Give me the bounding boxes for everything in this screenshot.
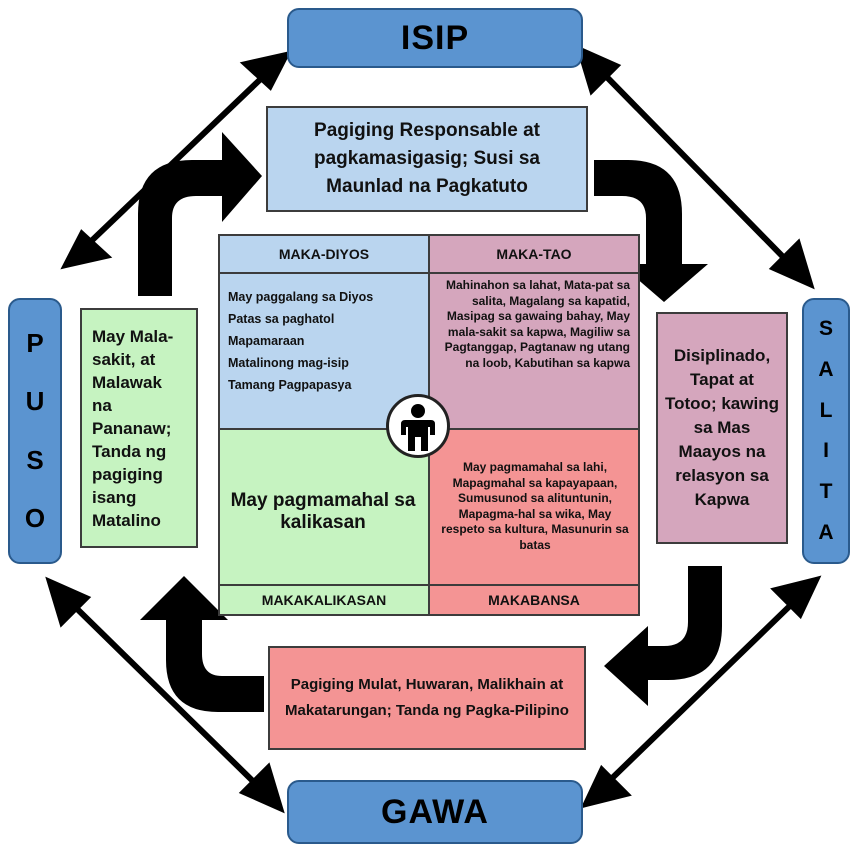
list-item: Matalinong mag-isip: [228, 356, 349, 370]
maka-tao-cell: [428, 272, 640, 430]
isip-label: ISIP: [287, 8, 583, 68]
maka-diyos-header-text: MAKA-DIYOS: [278, 246, 370, 262]
right-value-box: Disiplinado, Tapat at Totoo; kawing sa M…: [656, 312, 788, 544]
puso-letter: P: [26, 327, 44, 358]
bottom-value-text: Pagiging Mulat, Huwaran, Malikhain at Ma…: [285, 676, 569, 719]
curved-arrow-top-right-down: [594, 160, 708, 302]
makakalikasan-cell: [218, 428, 430, 586]
makabansa-header: MAKABANSA: [428, 584, 640, 616]
top-value-box: Pagiging Responsable at pagkamasigasig; …: [266, 106, 588, 212]
double-arrow-top-left: [60, 50, 292, 270]
salita-letter: A: [818, 357, 834, 381]
makakalikasan-header-text: MAKAKALIKASAN: [261, 592, 387, 608]
puso-letter: O: [24, 503, 46, 534]
left-value-box: May Mala-sakit, at Malawak na Pananaw; T…: [80, 308, 198, 548]
maka-tao-header-text: MAKA-TAO: [496, 246, 572, 262]
salita-letter: L: [819, 398, 833, 422]
gawa-text: GAWA: [381, 792, 489, 831]
puso-label: P U S O: [8, 298, 62, 564]
double-arrow-top-right: [575, 44, 815, 290]
double-arrow-bottom-left: [45, 576, 285, 814]
right-value-text: Disiplinado, Tapat at Totoo; kawing sa M…: [665, 346, 779, 509]
bottom-value-box: Pagiging Mulat, Huwaran, Malikhain at Ma…: [268, 646, 586, 750]
makakalikasan-header: MAKAKALIKASAN: [218, 584, 430, 616]
salita-letter: S: [818, 316, 833, 340]
makabansa-cell: [428, 428, 640, 586]
puso-letter: U: [25, 386, 45, 417]
list-item: Mapamaraan: [228, 334, 305, 348]
maka-tao-header: MAKA-TAO: [428, 234, 640, 274]
makabansa-header-text: MAKABANSA: [488, 592, 580, 608]
curved-arrow-bottom-left-up: [140, 576, 264, 712]
person-icon: [386, 394, 450, 458]
salita-letter: T: [819, 480, 833, 504]
salita-letter: A: [818, 521, 834, 545]
double-arrow-bottom-right: [580, 575, 822, 809]
top-value-text: Pagiging Responsable at pagkamasigasig; …: [314, 120, 540, 197]
list-item: May paggalang sa Diyos: [228, 290, 374, 304]
list-item: Patas sa paghatol: [228, 312, 335, 326]
gawa-label: GAWA: [287, 780, 583, 844]
left-value-text: May Mala-sakit, at Malawak na Pananaw; T…: [92, 326, 174, 530]
makabansa-text: May pagmamahal sa lahi, Mapagmahal sa ka…: [441, 460, 629, 552]
maka-diyos-list: May paggalang sa Diyos Patas sa paghatol…: [228, 286, 424, 396]
list-item: Tamang Pagpapasya: [228, 378, 352, 392]
salita-label: S A L I T A: [802, 298, 850, 564]
maka-diyos-header: MAKA-DIYOS: [218, 234, 430, 274]
maka-tao-text: Mahinahon sa lahat, Mata-pat sa salita, …: [444, 278, 630, 370]
isip-text: ISIP: [400, 18, 470, 57]
salita-letter: I: [823, 439, 829, 463]
curved-arrow-right-down: [604, 566, 722, 706]
puso-letter: S: [26, 444, 44, 475]
makakalikasan-text: May pagmamahal sa kalikasan: [230, 490, 416, 533]
curved-arrow-left-up: [138, 132, 262, 296]
